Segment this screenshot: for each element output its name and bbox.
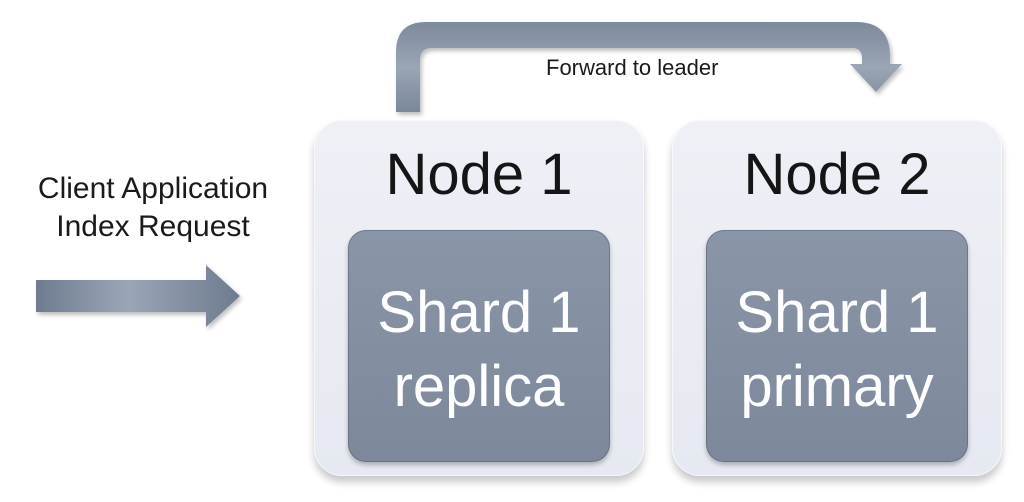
node-2-shard-label: Shard 1 primary	[706, 276, 968, 424]
forward-arrow-icon	[396, 22, 902, 112]
node-2-shard-box: Shard 1 primary	[706, 230, 968, 462]
client-request-label: Client Application Index Request	[0, 170, 306, 246]
client-label-line1: Client Application	[37, 172, 269, 205]
client-label-line2: Index Request	[56, 210, 250, 243]
node-2-shard-line2: primary	[740, 354, 934, 419]
input-arrow-icon	[36, 265, 240, 327]
node-1-shard-line2: replica	[393, 354, 565, 419]
forward-to-leader-label: Forward to leader	[546, 55, 719, 80]
node-1-box: Node 1 Shard 1 replica	[314, 120, 644, 476]
node-1-shard-box: Shard 1 replica	[348, 230, 610, 462]
node-1-title: Node 1	[385, 142, 573, 207]
node-2-title: Node 2	[743, 142, 931, 207]
node-1-shard-label: Shard 1 replica	[348, 276, 610, 424]
node-1-shard-line1: Shard 1	[377, 280, 581, 345]
node-2-box: Node 2 Shard 1 primary	[672, 120, 1002, 476]
node-2-shard-line1: Shard 1	[735, 280, 939, 345]
